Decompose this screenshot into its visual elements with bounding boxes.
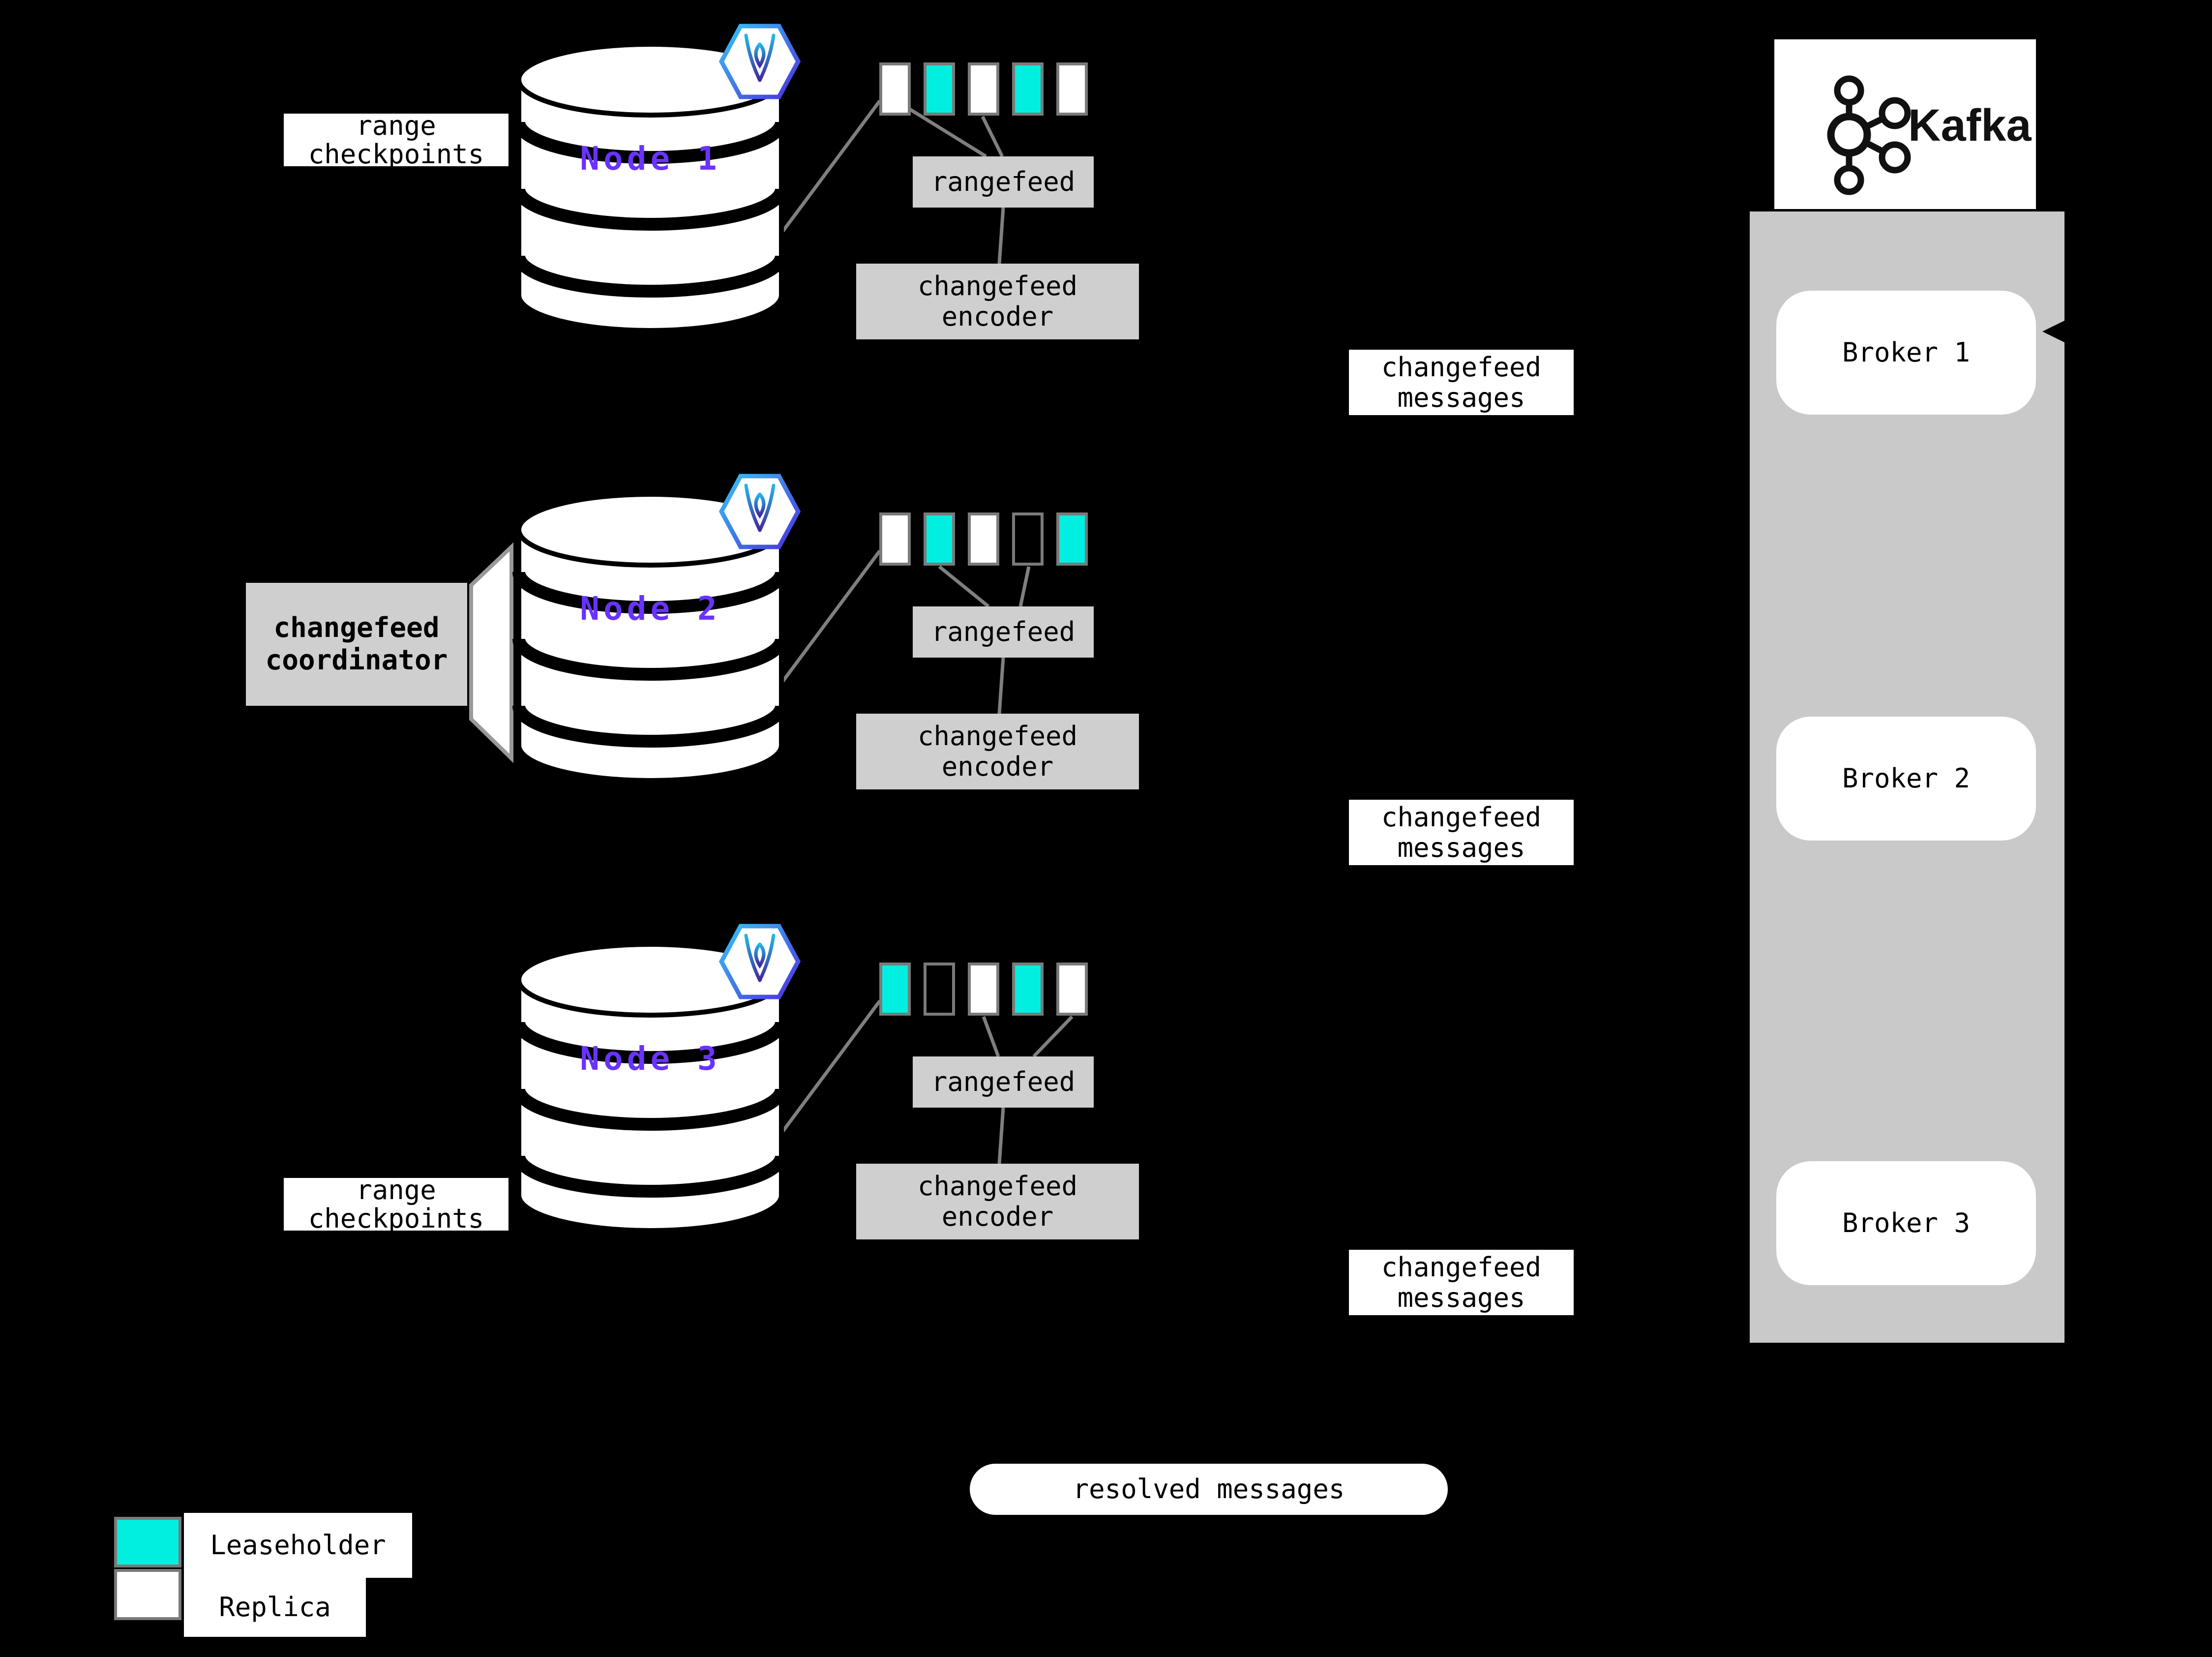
cockroachdb-icon — [718, 474, 801, 549]
range-box — [1012, 963, 1044, 1016]
range-box — [1056, 512, 1088, 566]
changefeed-coordinator-label: changefeed coordinator — [246, 583, 467, 706]
rangefeed-label-node-2: rangefeed — [913, 606, 1094, 658]
changefeed-messages-label-3: changefeed messages — [1349, 1250, 1574, 1315]
range-checkpoints-label-top: range checkpoints — [284, 114, 508, 166]
range-box — [879, 512, 911, 566]
range-checkpoints-label-bottom: range checkpoints — [284, 1178, 508, 1231]
range-box — [879, 62, 911, 116]
changefeed-messages-label-1: changefeed messages — [1349, 350, 1574, 415]
node-2-label: Node 2 — [580, 589, 721, 628]
changefeed-encoder-label-node-3: changefeed encoder — [856, 1164, 1139, 1239]
range-box — [968, 62, 999, 116]
range-box — [924, 62, 955, 116]
range-box — [879, 963, 911, 1016]
resolved-messages-label: resolved messages — [970, 1464, 1448, 1515]
legend-replica-label: Replica — [184, 1578, 366, 1637]
range-box — [924, 963, 955, 1016]
range-box — [968, 512, 999, 566]
cockroachdb-icon — [718, 924, 801, 999]
broker-3: Broker 3 — [1776, 1161, 2036, 1285]
broker-1: Broker 1 — [1776, 291, 2036, 415]
changefeed-encoder-label-node-1: changefeed encoder — [856, 264, 1139, 339]
rangefeed-label-node-3: rangefeed — [913, 1056, 1094, 1108]
coordinator-callout-flag — [469, 542, 513, 763]
broker-2: Broker 2 — [1776, 717, 2036, 841]
node-2-cylinder-icon — [512, 492, 788, 783]
kafka-title: Kafka — [1908, 100, 2032, 151]
range-box — [968, 963, 999, 1016]
changefeed-messages-label-2: changefeed messages — [1349, 800, 1574, 865]
range-box — [1012, 62, 1044, 116]
node-1-label: Node 1 — [580, 139, 721, 178]
node-3-cylinder-icon — [512, 942, 788, 1233]
legend-leaseholder-swatch — [114, 1517, 181, 1567]
changefeed-encoder-label-node-2: changefeed encoder — [856, 714, 1139, 789]
range-box — [1056, 62, 1088, 116]
rangefeed-label-node-1: rangefeed — [913, 156, 1094, 208]
legend-leaseholder-label: Leaseholder — [184, 1513, 412, 1578]
node-1-cylinder-icon — [512, 42, 788, 333]
cockroachdb-icon — [718, 24, 801, 99]
range-box — [924, 512, 955, 566]
range-box — [1012, 512, 1044, 566]
legend-replica-swatch — [114, 1569, 181, 1620]
node-3-label: Node 3 — [580, 1039, 721, 1078]
range-box — [1056, 963, 1088, 1016]
